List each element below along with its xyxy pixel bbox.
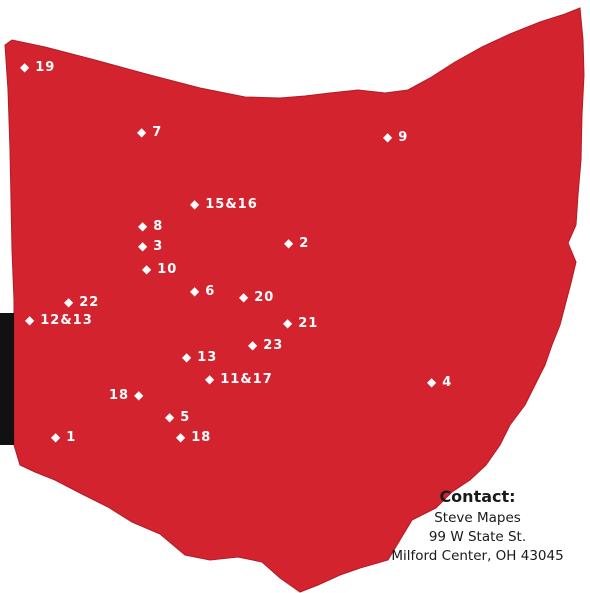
map-marker: ◆6 — [190, 284, 215, 299]
marker-label: 19 — [35, 60, 56, 75]
marker-label: 10 — [157, 262, 178, 277]
diamond-icon: ◆ — [383, 130, 394, 144]
marker-label: 18 — [109, 388, 130, 403]
map-marker: ◆ 21 — [283, 316, 318, 331]
marker-label: 15&16 — [205, 197, 258, 212]
map-marker: ◆ 20 — [239, 290, 274, 305]
diamond-icon: ◆ — [284, 236, 295, 250]
diamond-icon: ◆ — [239, 290, 250, 304]
marker-label: 18 — [191, 430, 212, 445]
map-marker: ◆ 18 — [176, 430, 211, 445]
map-marker: ◆3 — [138, 239, 163, 254]
diamond-icon: ◆ — [134, 388, 145, 402]
diamond-icon: ◆ — [142, 262, 153, 276]
diamond-icon: ◆ — [165, 410, 176, 424]
map-marker: ◆ 11&17 — [205, 372, 273, 387]
diamond-icon: ◆ — [205, 372, 216, 386]
left-edge-bar — [0, 313, 14, 445]
diamond-icon: ◆ — [190, 284, 201, 298]
diamond-icon: ◆ — [182, 350, 193, 364]
marker-label: 12&13 — [40, 313, 93, 328]
marker-label: 13 — [197, 350, 218, 365]
diamond-icon: ◆ — [137, 125, 148, 139]
marker-label: 7 — [152, 125, 163, 140]
diamond-icon: ◆ — [190, 197, 201, 211]
marker-label: 22 — [79, 295, 100, 310]
marker-label: 20 — [254, 290, 275, 305]
map-marker: ◆7 — [137, 125, 162, 140]
map-marker: ◆9 — [383, 130, 408, 145]
map-marker: ◆2 — [284, 236, 309, 251]
diamond-icon: ◆ — [283, 316, 294, 330]
contact-heading: Contact: — [439, 487, 516, 506]
marker-label: 21 — [298, 316, 319, 331]
diamond-icon: ◆ — [427, 375, 438, 389]
diamond-icon: ◆ — [25, 313, 36, 327]
diamond-icon: ◆ — [138, 219, 149, 233]
marker-label: 8 — [153, 219, 164, 234]
map-marker: 18 ◆ — [109, 388, 144, 403]
contact-block: Contact: Steve Mapes 99 W State St. Milf… — [365, 487, 590, 566]
ohio-state-shape — [4, 7, 585, 593]
map-marker: ◆ 13 — [182, 350, 217, 365]
marker-label: 9 — [398, 130, 409, 145]
diamond-icon: ◆ — [248, 338, 259, 352]
map-marker: ◆8 — [138, 219, 163, 234]
diamond-icon: ◆ — [64, 295, 75, 309]
map-marker: ◆1 — [51, 430, 76, 445]
diamond-icon: ◆ — [176, 430, 187, 444]
marker-label: 2 — [299, 236, 310, 251]
marker-label: 11&17 — [220, 372, 273, 387]
contact-city: Milford Center, OH 43045 — [391, 548, 564, 564]
map-marker: ◆ 15&16 — [190, 197, 258, 212]
map-marker: ◆ 23 — [248, 338, 283, 353]
marker-label: 5 — [180, 410, 191, 425]
contact-name: Steve Mapes — [434, 510, 521, 526]
marker-label: 1 — [66, 430, 77, 445]
diamond-icon: ◆ — [20, 60, 31, 74]
map-marker: ◆ 22 — [64, 295, 99, 310]
map-marker: ◆5 — [165, 410, 190, 425]
marker-label: 4 — [442, 375, 453, 390]
map-marker: ◆ 10 — [142, 262, 177, 277]
map-marker: ◆4 — [427, 375, 452, 390]
diamond-icon: ◆ — [138, 239, 149, 253]
contact-street: 99 W State St. — [428, 529, 527, 545]
marker-label: 6 — [205, 284, 216, 299]
marker-label: 3 — [153, 239, 164, 254]
map-marker: ◆ 19 — [20, 60, 55, 75]
marker-label: 23 — [263, 338, 284, 353]
diamond-icon: ◆ — [51, 430, 62, 444]
map-marker: ◆ 12&13 — [25, 313, 93, 328]
